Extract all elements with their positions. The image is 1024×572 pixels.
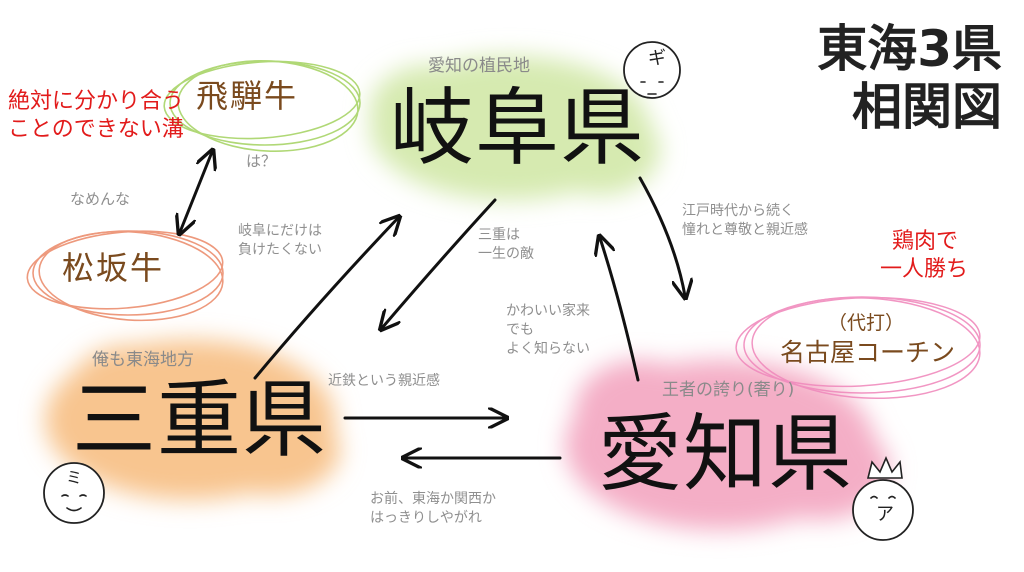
note-gifu-to-mie-1: 三重は <box>478 227 520 243</box>
aichi-face-label: ア <box>876 504 894 525</box>
note-gifu-to-aichi-2: 憧れと尊敬と親近感 <box>682 222 808 238</box>
gifu-face <box>623 41 681 99</box>
cochin-label: 名古屋コーチン <box>780 338 956 367</box>
mie-face-eyes <box>61 494 87 512</box>
note-gifu-to-mie-2: 一生の敵 <box>478 246 534 262</box>
rivalry-note: なめんな <box>70 190 131 208</box>
gifu-face-eyes <box>640 81 664 95</box>
aichi-caption: 王者の誇り(奢り) <box>662 380 795 400</box>
mie-face <box>43 462 105 524</box>
matsusaka-scribble <box>26 230 224 322</box>
mie-name: 三重県 <box>72 371 328 469</box>
arrow-mie-to-gifu <box>253 218 398 380</box>
note-mie-to-gifu-1: 岐阜にだけは <box>238 223 322 239</box>
note-aichi-to-gifu-1: かわいい家来 <box>506 303 590 319</box>
divide-line-2: ことのできない溝 <box>8 117 184 142</box>
cochin-scribble <box>735 296 981 400</box>
matsusaka-beef-label: 松坂牛 <box>62 249 165 287</box>
arrow-aichi-to-gifu <box>600 238 640 382</box>
crown-icon <box>866 455 903 479</box>
divide-line-1: 絶対に分かり合う <box>8 89 185 114</box>
hida-scribble <box>163 60 361 152</box>
aichi-face-eyes <box>870 495 896 499</box>
gifu-caption: 愛知の植民地 <box>428 56 530 76</box>
note-aichi-to-gifu-2: でも <box>506 322 534 338</box>
arrow-hida-matsusaka <box>180 152 212 232</box>
hida-note: は？ <box>246 152 277 170</box>
mie-caption: 俺も東海地方 <box>92 350 194 370</box>
note-aichi-to-mie-2: はっきりしやがれ <box>370 510 482 526</box>
hida-beef-label: 飛騨牛 <box>196 77 299 115</box>
note-mie-to-gifu-2: 負けたくない <box>238 242 322 258</box>
arrow-gifu-to-mie <box>382 198 497 328</box>
aichi-face <box>852 479 914 541</box>
aichi-name: 愛知県 <box>598 405 854 503</box>
note-gifu-to-aichi-1: 江戸時代から続く <box>682 203 794 219</box>
gifu-face-label: ギ <box>648 48 666 69</box>
gifu-name: 岐阜県 <box>390 79 646 177</box>
note-aichi-to-gifu-3: よく知らない <box>506 341 590 357</box>
arrow-gifu-to-aichi <box>638 176 685 296</box>
mie-face-label: ミ <box>66 468 83 487</box>
title-line-1: 東海3県 <box>817 20 1002 78</box>
note-aichi-to-mie-1: お前、東海か関西か <box>370 491 496 507</box>
note-mie-to-aichi: 近鉄という親近感 <box>328 373 440 389</box>
chicken-win-line-1: 鶏肉で <box>892 229 959 254</box>
title-line-2: 相関図 <box>852 78 1002 136</box>
chicken-win-line-2: 一人勝ち <box>880 257 969 282</box>
cochin-sub-label: （代打） <box>828 312 905 334</box>
aichi-cloud <box>565 360 890 530</box>
gifu-cloud <box>370 56 660 200</box>
mie-cloud <box>45 340 340 500</box>
